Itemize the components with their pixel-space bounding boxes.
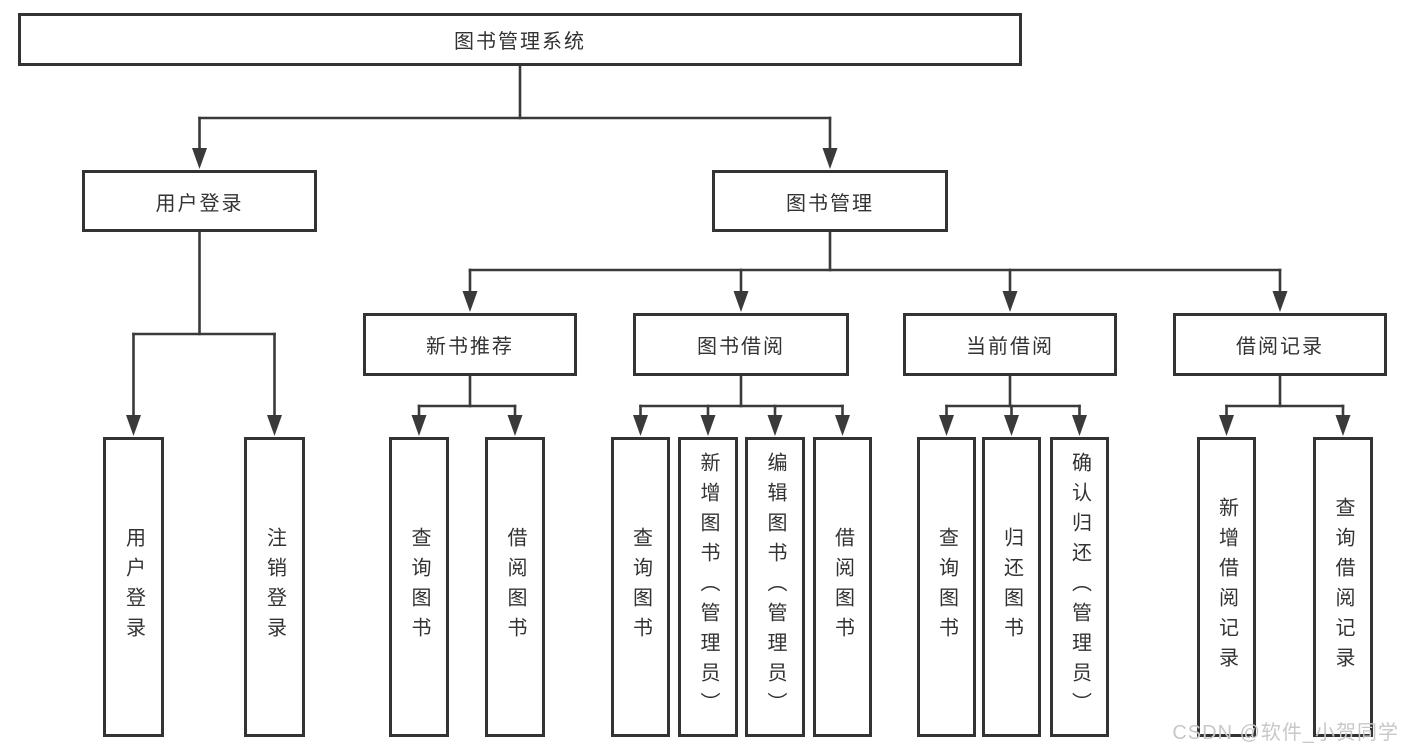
node-cb-return: 归还图书 bbox=[982, 437, 1041, 737]
node-label: 当前借阅 bbox=[966, 336, 1054, 358]
node-user-login: 用户登录 bbox=[82, 170, 317, 232]
node-book-mgmt: 图书管理 bbox=[712, 170, 948, 232]
node-br-add: 新增借阅记录 bbox=[1197, 437, 1256, 737]
node-label: 查询图书 bbox=[935, 527, 958, 647]
node-cb-confirm: 确认归还（管理员） bbox=[1050, 437, 1109, 737]
node-label: 图书借阅 bbox=[697, 336, 785, 358]
node-ul-logout: 注销登录 bbox=[244, 437, 305, 737]
node-ul-login: 用户登录 bbox=[103, 437, 164, 737]
node-label: 新增借阅记录 bbox=[1215, 497, 1238, 677]
node-bb-query: 查询图书 bbox=[611, 437, 670, 737]
node-nbr-borrow: 借阅图书 bbox=[485, 437, 545, 737]
node-bb-add: 新增图书（管理员） bbox=[678, 437, 738, 737]
node-label: 图书管理系统 bbox=[454, 31, 586, 53]
node-label: 注销登录 bbox=[263, 527, 286, 647]
node-label: 查询图书 bbox=[629, 527, 652, 647]
node-cb-query: 查询图书 bbox=[917, 437, 976, 737]
node-bb-borrow: 借阅图书 bbox=[813, 437, 872, 737]
node-label: 借阅图书 bbox=[504, 527, 526, 647]
node-label: 借阅记录 bbox=[1236, 336, 1324, 358]
node-root: 图书管理系统 bbox=[18, 13, 1022, 66]
node-book-borrow: 图书借阅 bbox=[633, 313, 849, 376]
node-borrow-records: 借阅记录 bbox=[1173, 313, 1387, 376]
node-label: 新增图书（管理员） bbox=[697, 452, 719, 722]
node-bb-edit: 编辑图书（管理员） bbox=[745, 437, 805, 737]
node-label: 用户登录 bbox=[155, 192, 244, 215]
node-label: 查询图书 bbox=[408, 527, 430, 647]
node-label: 归还图书 bbox=[1000, 527, 1023, 647]
node-label: 图书管理 bbox=[786, 192, 874, 215]
node-label: 用户登录 bbox=[122, 527, 145, 647]
node-br-query: 查询借阅记录 bbox=[1313, 437, 1373, 737]
node-label: 确认归还（管理员） bbox=[1068, 452, 1091, 722]
node-new-book-rec: 新书推荐 bbox=[363, 313, 577, 376]
node-current-borrow: 当前借阅 bbox=[903, 313, 1117, 376]
node-label: 新书推荐 bbox=[426, 336, 514, 358]
node-label: 编辑图书（管理员） bbox=[764, 452, 786, 722]
node-nbr-query: 查询图书 bbox=[389, 437, 449, 737]
node-label: 查询借阅记录 bbox=[1332, 497, 1354, 677]
node-label: 借阅图书 bbox=[831, 527, 854, 647]
